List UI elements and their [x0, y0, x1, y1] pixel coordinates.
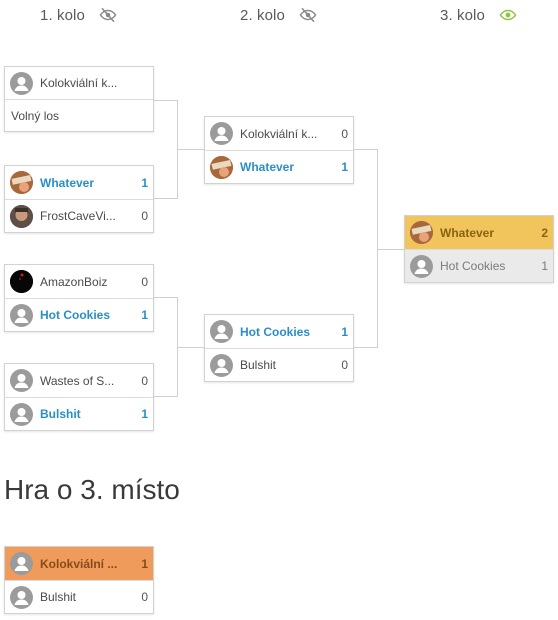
round-label: 3. kolo: [440, 6, 485, 24]
default-avatar-icon: [210, 320, 233, 343]
team-row[interactable]: Bulshit 0: [205, 348, 353, 381]
team-name: FrostCaveVi...: [40, 209, 116, 223]
eye-icon[interactable]: [499, 6, 517, 24]
team-name: Hot Cookies: [240, 324, 311, 339]
team-row-bronze[interactable]: Kolokviální ... 1: [5, 547, 153, 580]
team-score: 2: [541, 225, 548, 240]
team-name: Volný los: [11, 108, 60, 123]
round-header-1[interactable]: 1. kolo: [40, 6, 117, 24]
team-row[interactable]: Whatever 1: [205, 150, 353, 183]
team-score: 0: [141, 373, 148, 388]
default-avatar-icon: [410, 254, 433, 278]
team-score: 1: [341, 160, 348, 174]
team-row[interactable]: AmazonBoiz 0: [5, 265, 153, 298]
team-name: Whatever: [40, 175, 95, 190]
team-name: Whatever: [240, 160, 295, 174]
match-r1-1[interactable]: Kolokviální k... Volný los: [4, 66, 154, 132]
team-row[interactable]: Whatever 1: [5, 166, 153, 199]
whatever-avatar-icon: [10, 171, 33, 194]
team-name: Kolokviální ...: [40, 556, 118, 571]
amazonboiz-avatar-icon: [10, 270, 33, 293]
team-row[interactable]: Bulshit 1: [5, 397, 153, 430]
team-name: Wastes of S...: [40, 373, 115, 388]
third-place-title: Hra o 3. místo: [4, 474, 180, 505]
default-avatar-icon: [10, 402, 33, 426]
default-avatar-icon: [10, 552, 33, 575]
team-name: Hot Cookies: [40, 308, 111, 322]
connector: [177, 347, 204, 348]
team-name: Bulshit: [40, 407, 81, 421]
match-r2-1[interactable]: Kolokviální k... 0 Whatever 1: [204, 116, 354, 184]
team-row[interactable]: FrostCaveVi... 0: [5, 199, 153, 232]
team-score: 0: [341, 358, 348, 372]
team-row[interactable]: Hot Cookies 1: [5, 298, 153, 331]
round-label: 2. kolo: [240, 6, 285, 24]
round-header-2[interactable]: 2. kolo: [240, 6, 317, 24]
connector: [377, 149, 378, 348]
team-row-champion[interactable]: Whatever 2: [405, 216, 553, 249]
team-score: 0: [141, 209, 148, 223]
connector: [353, 149, 378, 150]
connector: [353, 347, 378, 348]
default-avatar-icon: [10, 369, 33, 392]
default-avatar-icon: [10, 71, 33, 95]
connector: [153, 297, 178, 298]
team-score: 1: [141, 308, 148, 322]
team-score: 1: [541, 259, 548, 273]
team-name: Whatever: [440, 225, 495, 240]
team-row[interactable]: Bulshit 0: [5, 580, 153, 613]
default-avatar-icon: [10, 303, 33, 327]
frostcave-avatar-icon: [10, 204, 33, 228]
match-r1-2[interactable]: Whatever 1 FrostCaveVi... 0: [4, 165, 154, 233]
team-score: 0: [141, 590, 148, 604]
connector: [153, 396, 178, 397]
team-name: Kolokviální k...: [240, 126, 318, 141]
match-r1-4[interactable]: Wastes of S... 0 Bulshit 1: [4, 363, 154, 431]
team-row[interactable]: Wastes of S... 0: [5, 364, 153, 397]
team-row[interactable]: Hot Cookies 1: [205, 315, 353, 348]
team-score: 0: [341, 126, 348, 141]
team-score: 1: [141, 175, 148, 190]
default-avatar-icon: [10, 585, 33, 609]
default-avatar-icon: [210, 122, 233, 145]
team-name: Bulshit: [40, 590, 77, 604]
connector: [153, 198, 178, 199]
team-score: 1: [341, 324, 348, 339]
connector: [377, 249, 404, 250]
connector: [153, 100, 178, 101]
eye-off-icon[interactable]: [99, 6, 117, 24]
team-name: Hot Cookies: [440, 259, 506, 273]
team-score: 0: [141, 274, 148, 289]
default-avatar-icon: [210, 353, 233, 377]
team-score: 1: [141, 556, 148, 571]
round-label: 1. kolo: [40, 6, 85, 24]
team-row[interactable]: Kolokviální k... 0: [205, 117, 353, 150]
connector: [177, 149, 204, 150]
match-third-place[interactable]: Kolokviální ... 1 Bulshit 0: [4, 546, 154, 614]
team-row-runner-up[interactable]: Hot Cookies 1: [405, 249, 553, 282]
match-r2-2[interactable]: Hot Cookies 1 Bulshit 0: [204, 314, 354, 382]
team-name: Bulshit: [240, 358, 277, 372]
match-r1-3[interactable]: AmazonBoiz 0 Hot Cookies 1: [4, 264, 154, 332]
match-final[interactable]: Whatever 2 Hot Cookies 1: [404, 215, 554, 283]
team-row[interactable]: Kolokviální k...: [5, 67, 153, 99]
team-row[interactable]: Volný los: [5, 99, 153, 131]
team-name: AmazonBoiz: [40, 274, 108, 289]
whatever-avatar-icon: [210, 155, 233, 179]
whatever-avatar-icon: [410, 221, 433, 244]
round-header-3[interactable]: 3. kolo: [440, 6, 517, 24]
eye-off-icon[interactable]: [299, 6, 317, 24]
team-score: 1: [141, 407, 148, 421]
team-name: Kolokviální k...: [40, 76, 118, 90]
